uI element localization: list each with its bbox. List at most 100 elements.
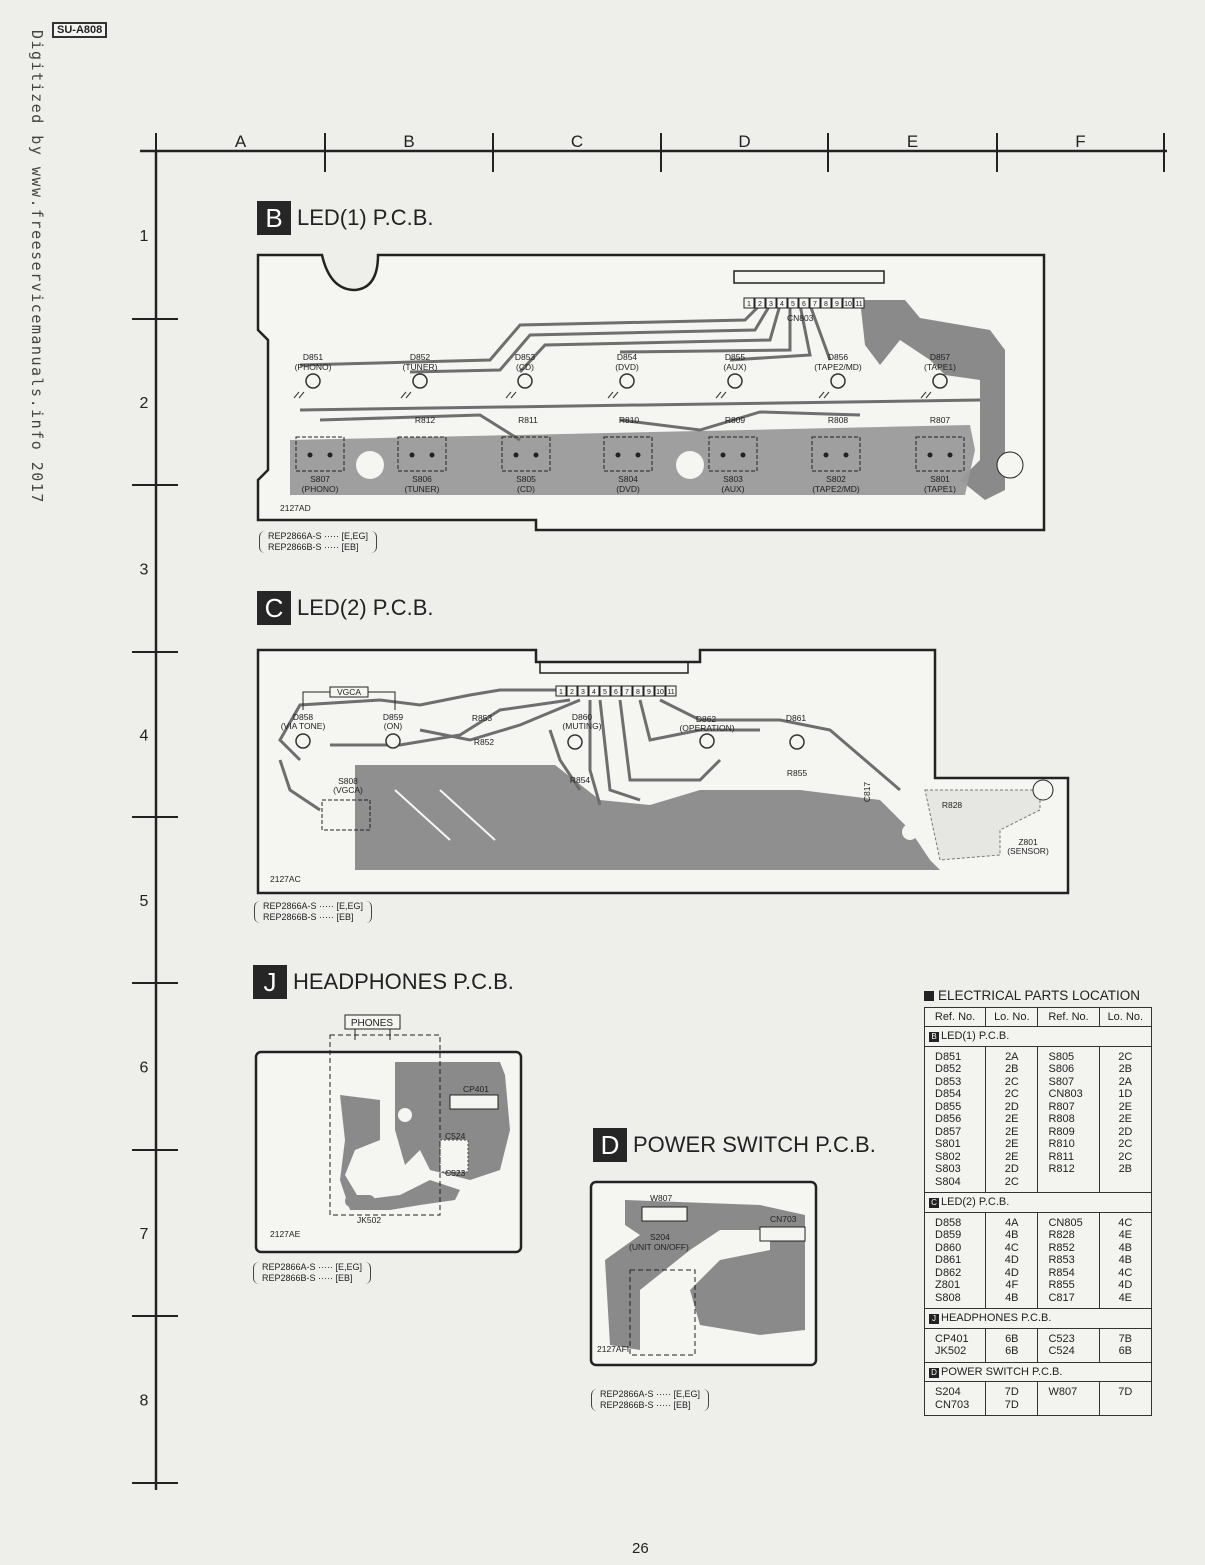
- lo-no-cell: 2E: [985, 1113, 1039, 1126]
- ref-no-cell: S801: [923, 1138, 987, 1151]
- led2-variant-b: REP2866B-S ····· [EB]: [263, 912, 354, 922]
- switch-outline: [603, 436, 653, 472]
- label-r854: R854: [570, 775, 591, 785]
- lo-no-cell: [1098, 1398, 1153, 1416]
- section-badge: B: [929, 1032, 939, 1042]
- connector-pin: [765, 297, 777, 309]
- headphones-variants: REP2866A-S ····· [E,EG] REP2866B-S ·····…: [253, 1262, 372, 1284]
- grid-row-label-1: 1: [140, 228, 149, 245]
- lo-no-cell: 4C: [985, 1241, 1039, 1254]
- connector-pin: [809, 297, 821, 309]
- connector-pin: [831, 297, 843, 309]
- lo-no-cell: 6B: [1098, 1345, 1153, 1363]
- grid-col-label-C: C: [571, 132, 583, 151]
- led-function-d854: (DVD): [615, 362, 639, 372]
- label-d860fn: (MUTING): [562, 721, 601, 731]
- label-d862fn: (OPERATION): [679, 723, 734, 733]
- led-ref-d852: D852: [410, 352, 431, 362]
- lo-no-cell: 2C: [1098, 1150, 1153, 1163]
- ref-no-cell: D859: [923, 1229, 987, 1242]
- ref-no-cell: D857: [923, 1125, 987, 1138]
- grid-col-label-B: B: [403, 132, 414, 151]
- label-d861: D861: [786, 713, 807, 723]
- ref-no-cell: R855: [1037, 1279, 1100, 1292]
- lo-no-cell: 2B: [985, 1063, 1039, 1076]
- col-ref-no-2: Ref. No.: [1037, 1007, 1100, 1027]
- switch-outline: [708, 436, 758, 472]
- ref-no-cell: S807: [1037, 1075, 1100, 1088]
- connector-pin-number: 6: [802, 301, 806, 308]
- grid-column-ticks: [155, 133, 1165, 172]
- switch-function-s801: (TAPE1): [924, 484, 956, 494]
- switch-ref-s801: S801: [930, 474, 950, 484]
- ref-no-cell: R853: [1037, 1254, 1100, 1267]
- ref-no-cell: C817: [1037, 1291, 1100, 1309]
- grid-row-label-5: 5: [140, 893, 149, 910]
- lo-no-cell: 4F: [985, 1279, 1039, 1292]
- label-c817: C817: [862, 782, 872, 803]
- connector-pin-number: 9: [835, 301, 839, 308]
- headphones-board-code: 2127AE: [270, 1229, 301, 1239]
- power-board-code: 2127AFI: [597, 1344, 629, 1354]
- led-ref-d851: D851: [303, 352, 324, 362]
- switch-contact-icon: [429, 452, 435, 458]
- switch-contact-icon: [533, 452, 539, 458]
- headphones-board: PHONES CP401 C524 C523 JK502 2127AE: [254, 1014, 523, 1254]
- switch-contact-icon: [615, 452, 621, 458]
- ref-no-cell: S808: [923, 1291, 987, 1309]
- grid-col-label-A: A: [235, 132, 247, 151]
- label-r852: R852: [474, 737, 495, 747]
- grid-row-label-3: 3: [140, 562, 149, 579]
- ref-no-cell: D855: [923, 1100, 987, 1113]
- connector-pin-number: 11: [667, 689, 674, 696]
- power-badge: D: [593, 1128, 627, 1162]
- connector-pin-number: 8: [824, 301, 828, 308]
- ref-no-cell: CN805: [1037, 1212, 1100, 1229]
- connector-pin-number: 2: [570, 689, 574, 696]
- lo-no-cell: 7D: [1098, 1381, 1153, 1399]
- ref-no-cell: S806: [1037, 1063, 1100, 1076]
- lo-no-cell: 2D: [1098, 1125, 1153, 1138]
- led-symbol-icon: [789, 734, 805, 750]
- lo-no-cell: 4C: [1098, 1266, 1153, 1279]
- led-function-d855: (AUX): [723, 362, 746, 372]
- ref-no-cell: D851: [923, 1046, 987, 1063]
- led-symbol-icon: [517, 373, 533, 389]
- connector-pin-number: 1: [559, 689, 563, 696]
- lo-no-cell: 2C: [985, 1175, 1039, 1193]
- led-symbol-icon: [830, 373, 846, 389]
- led2-title-text: LED(2) P.C.B.: [297, 595, 434, 620]
- switch-contact-icon: [720, 452, 726, 458]
- lo-no-cell: 2C: [985, 1088, 1039, 1101]
- power-variants: REP2866A-S ····· [E,EG] REP2866B-S ·····…: [591, 1389, 710, 1411]
- model-label: SU-A808: [52, 22, 108, 38]
- lo-no-cell: 4D: [985, 1266, 1039, 1279]
- switch-function-s807: (PHONO): [302, 484, 339, 494]
- label-r855: R855: [787, 768, 808, 778]
- connector-pin: [621, 685, 633, 697]
- switch-contact-icon: [307, 452, 313, 458]
- col-lo-no-2: Lo. No.: [1098, 1007, 1153, 1027]
- grid-row-label-4: 4: [140, 728, 149, 745]
- switch-ref-s805: S805: [516, 474, 536, 484]
- label-d859: D859: [383, 712, 404, 722]
- switch-contact-icon: [947, 452, 953, 458]
- lo-no-cell: 4E: [1098, 1229, 1153, 1242]
- connector-pin-number: 1: [747, 301, 751, 308]
- grid-col-label-F: F: [1075, 132, 1085, 151]
